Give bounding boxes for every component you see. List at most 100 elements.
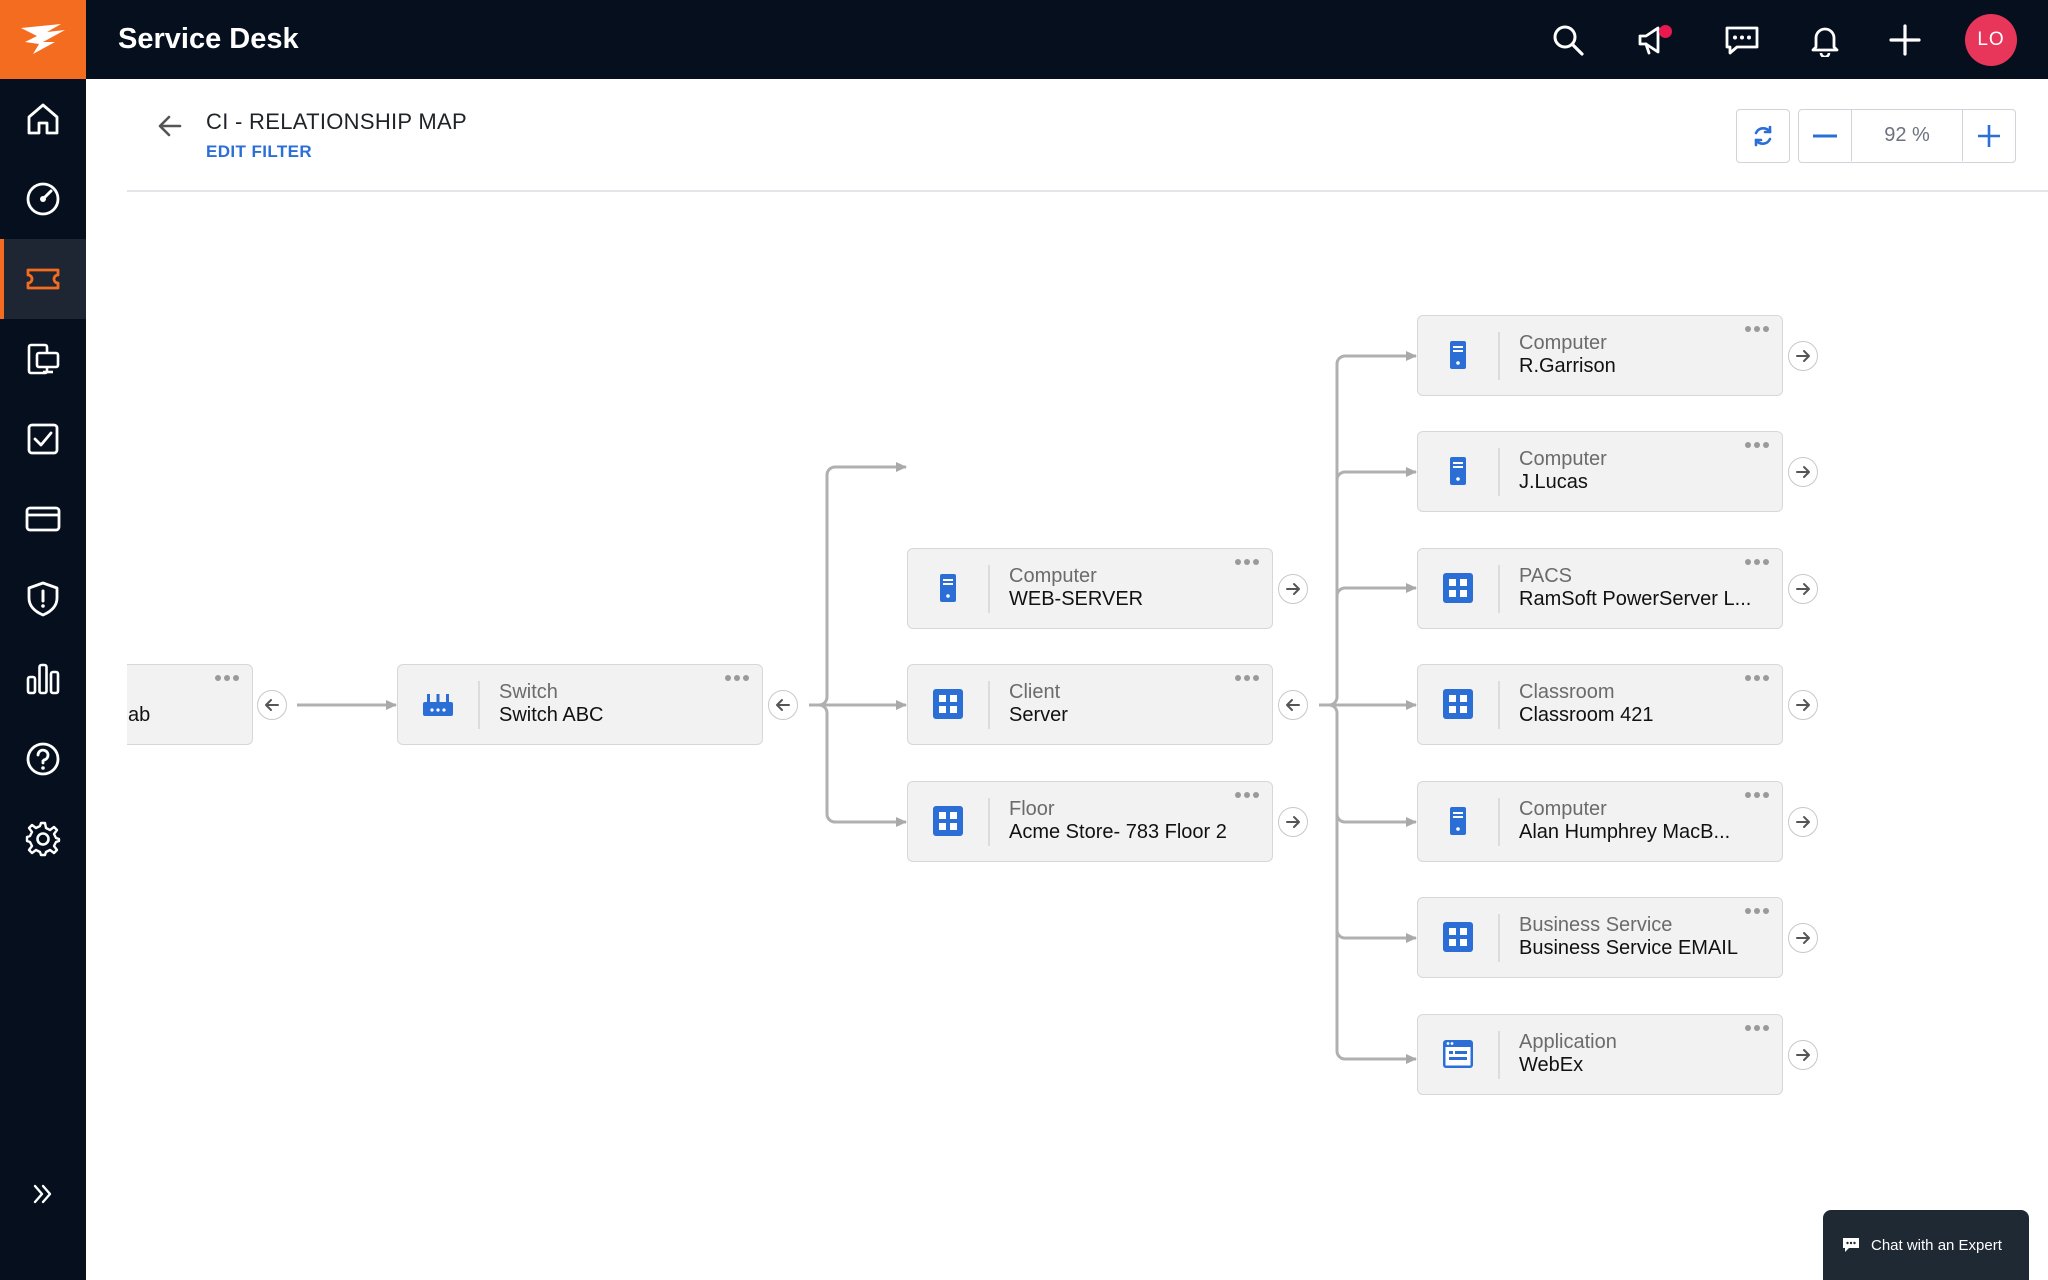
expand-node-button[interactable] xyxy=(1278,574,1308,604)
notification-dot xyxy=(1659,25,1672,38)
ci-node-type: Computer xyxy=(1519,332,1607,354)
bar-chart-icon xyxy=(26,663,60,695)
node-menu-button[interactable] xyxy=(1742,321,1772,337)
sidebar-item-dashboard[interactable] xyxy=(0,159,86,239)
ci-node-web-server[interactable]: Computer WEB-SERVER xyxy=(907,548,1273,629)
ci-node-name: Business Service EMAIL xyxy=(1519,937,1738,959)
expand-node-button[interactable] xyxy=(1788,1040,1818,1070)
arrow-right-icon xyxy=(1286,816,1300,828)
double-chevron-right-icon xyxy=(33,1184,52,1204)
arrow-left-icon xyxy=(776,699,790,711)
expand-node-button[interactable] xyxy=(1788,574,1818,604)
ci-node-type: Computer xyxy=(1009,565,1097,587)
relationship-map-canvas[interactable]: ab Switch Switch ABC Computer WEB-SERVER xyxy=(127,194,2048,1280)
node-menu-button[interactable] xyxy=(212,670,242,686)
ci-node-pacs[interactable]: PACS RamSoft PowerServer L... xyxy=(1417,548,1783,629)
ci-node-business-service[interactable]: Business Service Business Service EMAIL xyxy=(1417,897,1783,978)
collapse-switch-button[interactable] xyxy=(768,690,798,720)
ci-node-type: Application xyxy=(1519,1031,1617,1053)
node-menu-button[interactable] xyxy=(1742,437,1772,453)
node-menu-button[interactable] xyxy=(1742,554,1772,570)
sidebar-item-home[interactable] xyxy=(0,79,86,159)
node-divider xyxy=(1498,565,1500,613)
ci-node-partial[interactable]: ab xyxy=(127,664,253,745)
sidebar-item-settings[interactable] xyxy=(0,799,86,879)
ci-node-name: Classroom 421 xyxy=(1519,704,1654,726)
ci-node-type: Client xyxy=(1009,681,1061,703)
expand-node-button[interactable] xyxy=(1788,690,1818,720)
sidebar-item-tickets[interactable] xyxy=(0,239,86,319)
more-dots-icon xyxy=(1745,675,1769,681)
sidebar-item-reports[interactable] xyxy=(0,639,86,719)
zoom-in-button[interactable] xyxy=(1963,110,2015,161)
arrow-right-icon xyxy=(1286,583,1300,595)
zoom-controls: 92 % xyxy=(1736,109,2016,163)
node-divider xyxy=(988,798,990,846)
more-dots-icon xyxy=(1235,792,1259,798)
page-header: CI - RELATIONSHIP MAP EDIT FILTER 92 % xyxy=(127,79,2048,192)
announcements-button[interactable] xyxy=(1631,18,1675,62)
chat-button[interactable] xyxy=(1720,18,1764,62)
node-menu-button[interactable] xyxy=(722,670,752,686)
sidebar-item-assets[interactable] xyxy=(0,319,86,399)
sidebar-item-billing[interactable] xyxy=(0,479,86,559)
zoom-out-button[interactable] xyxy=(1799,110,1851,161)
zoom-field: 92 % xyxy=(1798,109,2016,163)
search-icon xyxy=(1553,25,1584,56)
expand-node-button[interactable] xyxy=(1788,807,1818,837)
collapse-left-button[interactable] xyxy=(257,690,287,720)
zoom-level: 92 % xyxy=(1851,110,1963,161)
sidebar-item-help[interactable] xyxy=(0,719,86,799)
create-button[interactable] xyxy=(1883,18,1927,62)
sidebar-item-tasks[interactable] xyxy=(0,399,86,479)
search-button[interactable] xyxy=(1546,18,1590,62)
node-menu-button[interactable] xyxy=(1742,670,1772,686)
back-button[interactable] xyxy=(153,109,187,143)
ci-node-type: Classroom xyxy=(1519,681,1615,703)
node-menu-button[interactable] xyxy=(1232,554,1262,570)
ci-node-webex[interactable]: Application WebEx xyxy=(1417,1014,1783,1095)
sidebar xyxy=(0,79,86,1280)
brand-logo[interactable] xyxy=(0,0,86,79)
node-menu-button[interactable] xyxy=(1232,670,1262,686)
ci-node-name: Alan Humphrey MacB... xyxy=(1519,821,1731,843)
expand-node-button[interactable] xyxy=(1788,457,1818,487)
ci-node-switch[interactable]: Switch Switch ABC xyxy=(397,664,763,745)
ci-node-type: Floor xyxy=(1009,798,1055,820)
node-menu-button[interactable] xyxy=(1742,1020,1772,1036)
user-avatar[interactable]: LO xyxy=(1965,14,2017,66)
grid-icon xyxy=(1436,682,1480,726)
notifications-button[interactable] xyxy=(1803,18,1847,62)
node-menu-button[interactable] xyxy=(1742,903,1772,919)
ci-node-name: Switch ABC xyxy=(499,704,604,726)
ci-node-r-garrison[interactable]: Computer R.Garrison xyxy=(1417,315,1783,396)
chat-label: Chat with an Expert xyxy=(1871,1236,2002,1254)
edit-filter-link[interactable]: EDIT FILTER xyxy=(206,142,313,161)
ci-node-alan-humphrey[interactable]: Computer Alan Humphrey MacB... xyxy=(1417,781,1783,862)
node-menu-button[interactable] xyxy=(1742,787,1772,803)
refresh-button[interactable] xyxy=(1736,109,1790,163)
chat-with-expert-button[interactable]: Chat with an Expert xyxy=(1823,1210,2029,1280)
arrow-left-icon xyxy=(265,699,279,711)
grid-icon xyxy=(926,799,970,843)
computer-icon xyxy=(1436,799,1480,843)
ci-node-j-lucas[interactable]: Computer J.Lucas xyxy=(1417,431,1783,512)
dashboard-icon xyxy=(26,182,60,216)
arrow-right-icon xyxy=(1796,350,1810,362)
sidebar-expand-button[interactable] xyxy=(0,1154,86,1234)
node-divider xyxy=(1498,332,1500,380)
ci-node-classroom[interactable]: Classroom Classroom 421 xyxy=(1417,664,1783,745)
arrow-left-icon xyxy=(158,115,182,137)
ci-node-name: WebEx xyxy=(1519,1054,1584,1076)
card-icon xyxy=(25,506,61,532)
ci-node-client-server[interactable]: Client Server xyxy=(907,664,1273,745)
ci-node-floor[interactable]: Floor Acme Store- 783 Floor 2 xyxy=(907,781,1273,862)
expand-node-button[interactable] xyxy=(1278,807,1308,837)
node-divider xyxy=(478,681,480,729)
node-menu-button[interactable] xyxy=(1232,787,1262,803)
ci-node-name: R.Garrison xyxy=(1519,355,1616,377)
collapse-node-button[interactable] xyxy=(1278,690,1308,720)
expand-node-button[interactable] xyxy=(1788,341,1818,371)
expand-node-button[interactable] xyxy=(1788,923,1818,953)
sidebar-item-risk[interactable] xyxy=(0,559,86,639)
